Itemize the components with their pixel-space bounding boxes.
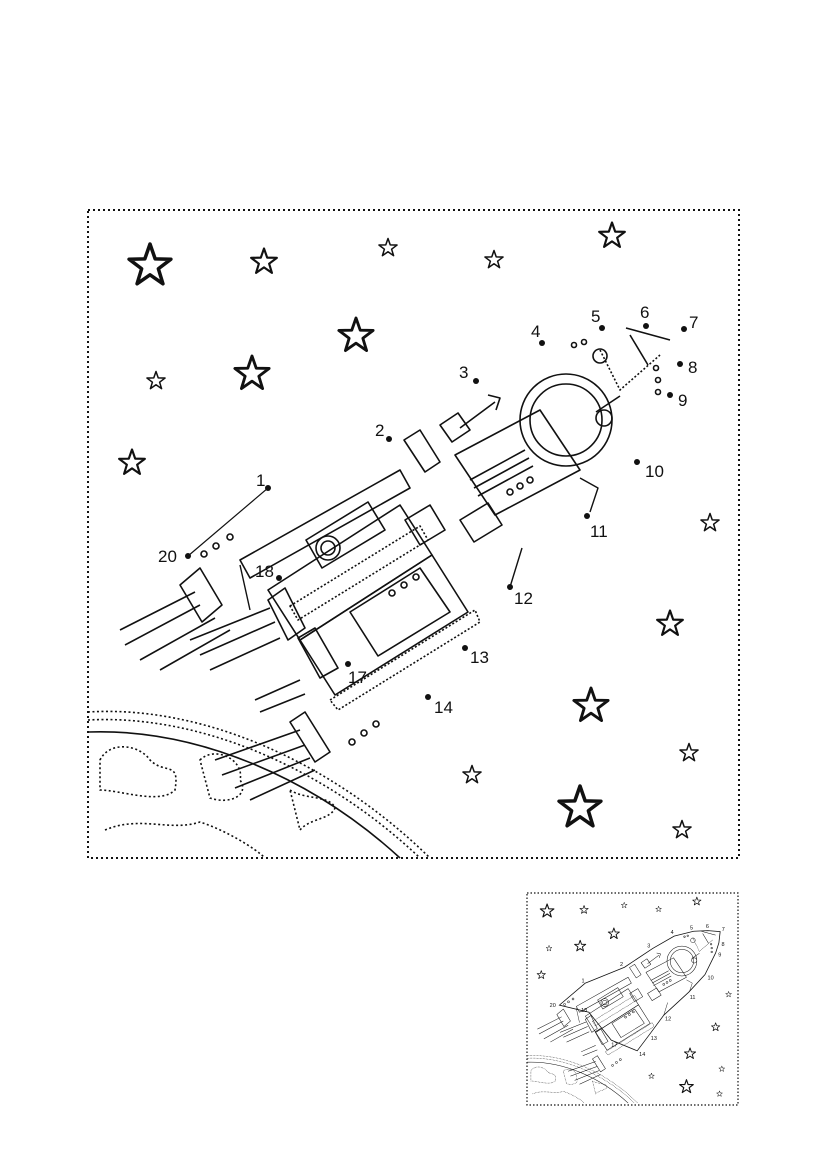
dot-14 xyxy=(425,694,431,700)
thumbnail-label: 12 xyxy=(665,1017,671,1023)
dot-label: 10 xyxy=(645,462,664,481)
puzzle-frame xyxy=(87,209,740,859)
dot-label: 20 xyxy=(158,547,177,566)
dot-2 xyxy=(386,436,392,442)
thumbnail-outline xyxy=(558,930,721,1052)
thumbnail-label: 8 xyxy=(721,942,724,948)
dot-label: 2 xyxy=(375,421,384,440)
thumbnail-label: 3 xyxy=(647,943,650,949)
dot-1 xyxy=(265,485,271,491)
dot-label: 13 xyxy=(470,648,489,667)
dot-9 xyxy=(667,392,673,398)
dot-5 xyxy=(599,325,605,331)
dot-label: 17 xyxy=(348,668,367,687)
thumbnail-label: 14 xyxy=(639,1052,645,1058)
dot-label: 7 xyxy=(689,313,698,332)
thumbnail-label: 13 xyxy=(651,1036,657,1042)
dot-label: 12 xyxy=(514,589,533,608)
dot-label: 11 xyxy=(590,522,608,541)
dot-13 xyxy=(462,645,468,651)
thumbnail-label: 7 xyxy=(722,927,725,933)
thumbnail-label: 18 xyxy=(581,1008,587,1014)
rocket-illustration xyxy=(87,327,671,859)
thumbnail-label: 20 xyxy=(550,1003,556,1009)
thumbnail-label: 6 xyxy=(706,924,709,930)
thumbnail-label: 17 xyxy=(611,1042,617,1048)
thumbnail-label: 1 xyxy=(581,978,584,984)
thumbnail-label: 11 xyxy=(690,995,696,1001)
dot-label: 18 xyxy=(255,562,274,581)
dot-20 xyxy=(185,553,191,559)
dot-17 xyxy=(345,661,351,667)
stars xyxy=(118,221,720,839)
dot-label: 1 xyxy=(256,471,265,490)
dot-11 xyxy=(584,513,590,519)
dot-4 xyxy=(539,340,545,346)
thumbnail-label: 9 xyxy=(718,953,721,959)
dot-10 xyxy=(634,459,640,465)
dot-7 xyxy=(681,326,687,332)
dot-label: 8 xyxy=(688,358,697,377)
thumbnail-label: 10 xyxy=(708,976,714,982)
dot-6 xyxy=(643,323,649,329)
dot-8 xyxy=(677,361,683,367)
dot-label: 9 xyxy=(678,391,687,410)
dot-label: 4 xyxy=(531,322,540,341)
dot-3 xyxy=(473,378,479,384)
dot-12 xyxy=(507,584,513,590)
dot-18 xyxy=(276,575,282,581)
thumbnail-label: 5 xyxy=(690,925,693,931)
dot-label: 3 xyxy=(459,363,468,382)
dot-label: 5 xyxy=(591,307,600,326)
thumbnail-label: 2 xyxy=(620,962,623,968)
dot-label: 6 xyxy=(640,303,649,322)
dot-label: 14 xyxy=(434,698,453,717)
thumbnail-label: 4 xyxy=(671,930,674,936)
